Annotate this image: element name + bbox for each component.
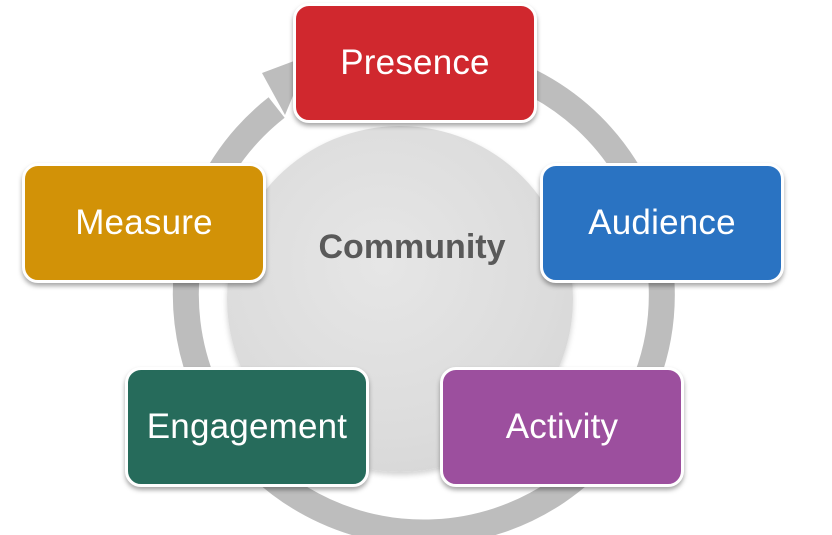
audience-box: Audience <box>540 163 784 283</box>
presence-box: Presence <box>293 3 537 123</box>
activity-label: Activity <box>505 407 619 446</box>
center-label: Community <box>318 228 506 266</box>
engagement-box: Engagement <box>125 367 369 487</box>
audience-label: Audience <box>588 203 736 242</box>
measure-box: Measure <box>22 163 266 283</box>
measure-label: Measure <box>75 203 213 242</box>
activity-box: Activity <box>440 367 684 487</box>
engagement-label: Engagement <box>146 407 348 446</box>
presence-label: Presence <box>340 43 490 82</box>
